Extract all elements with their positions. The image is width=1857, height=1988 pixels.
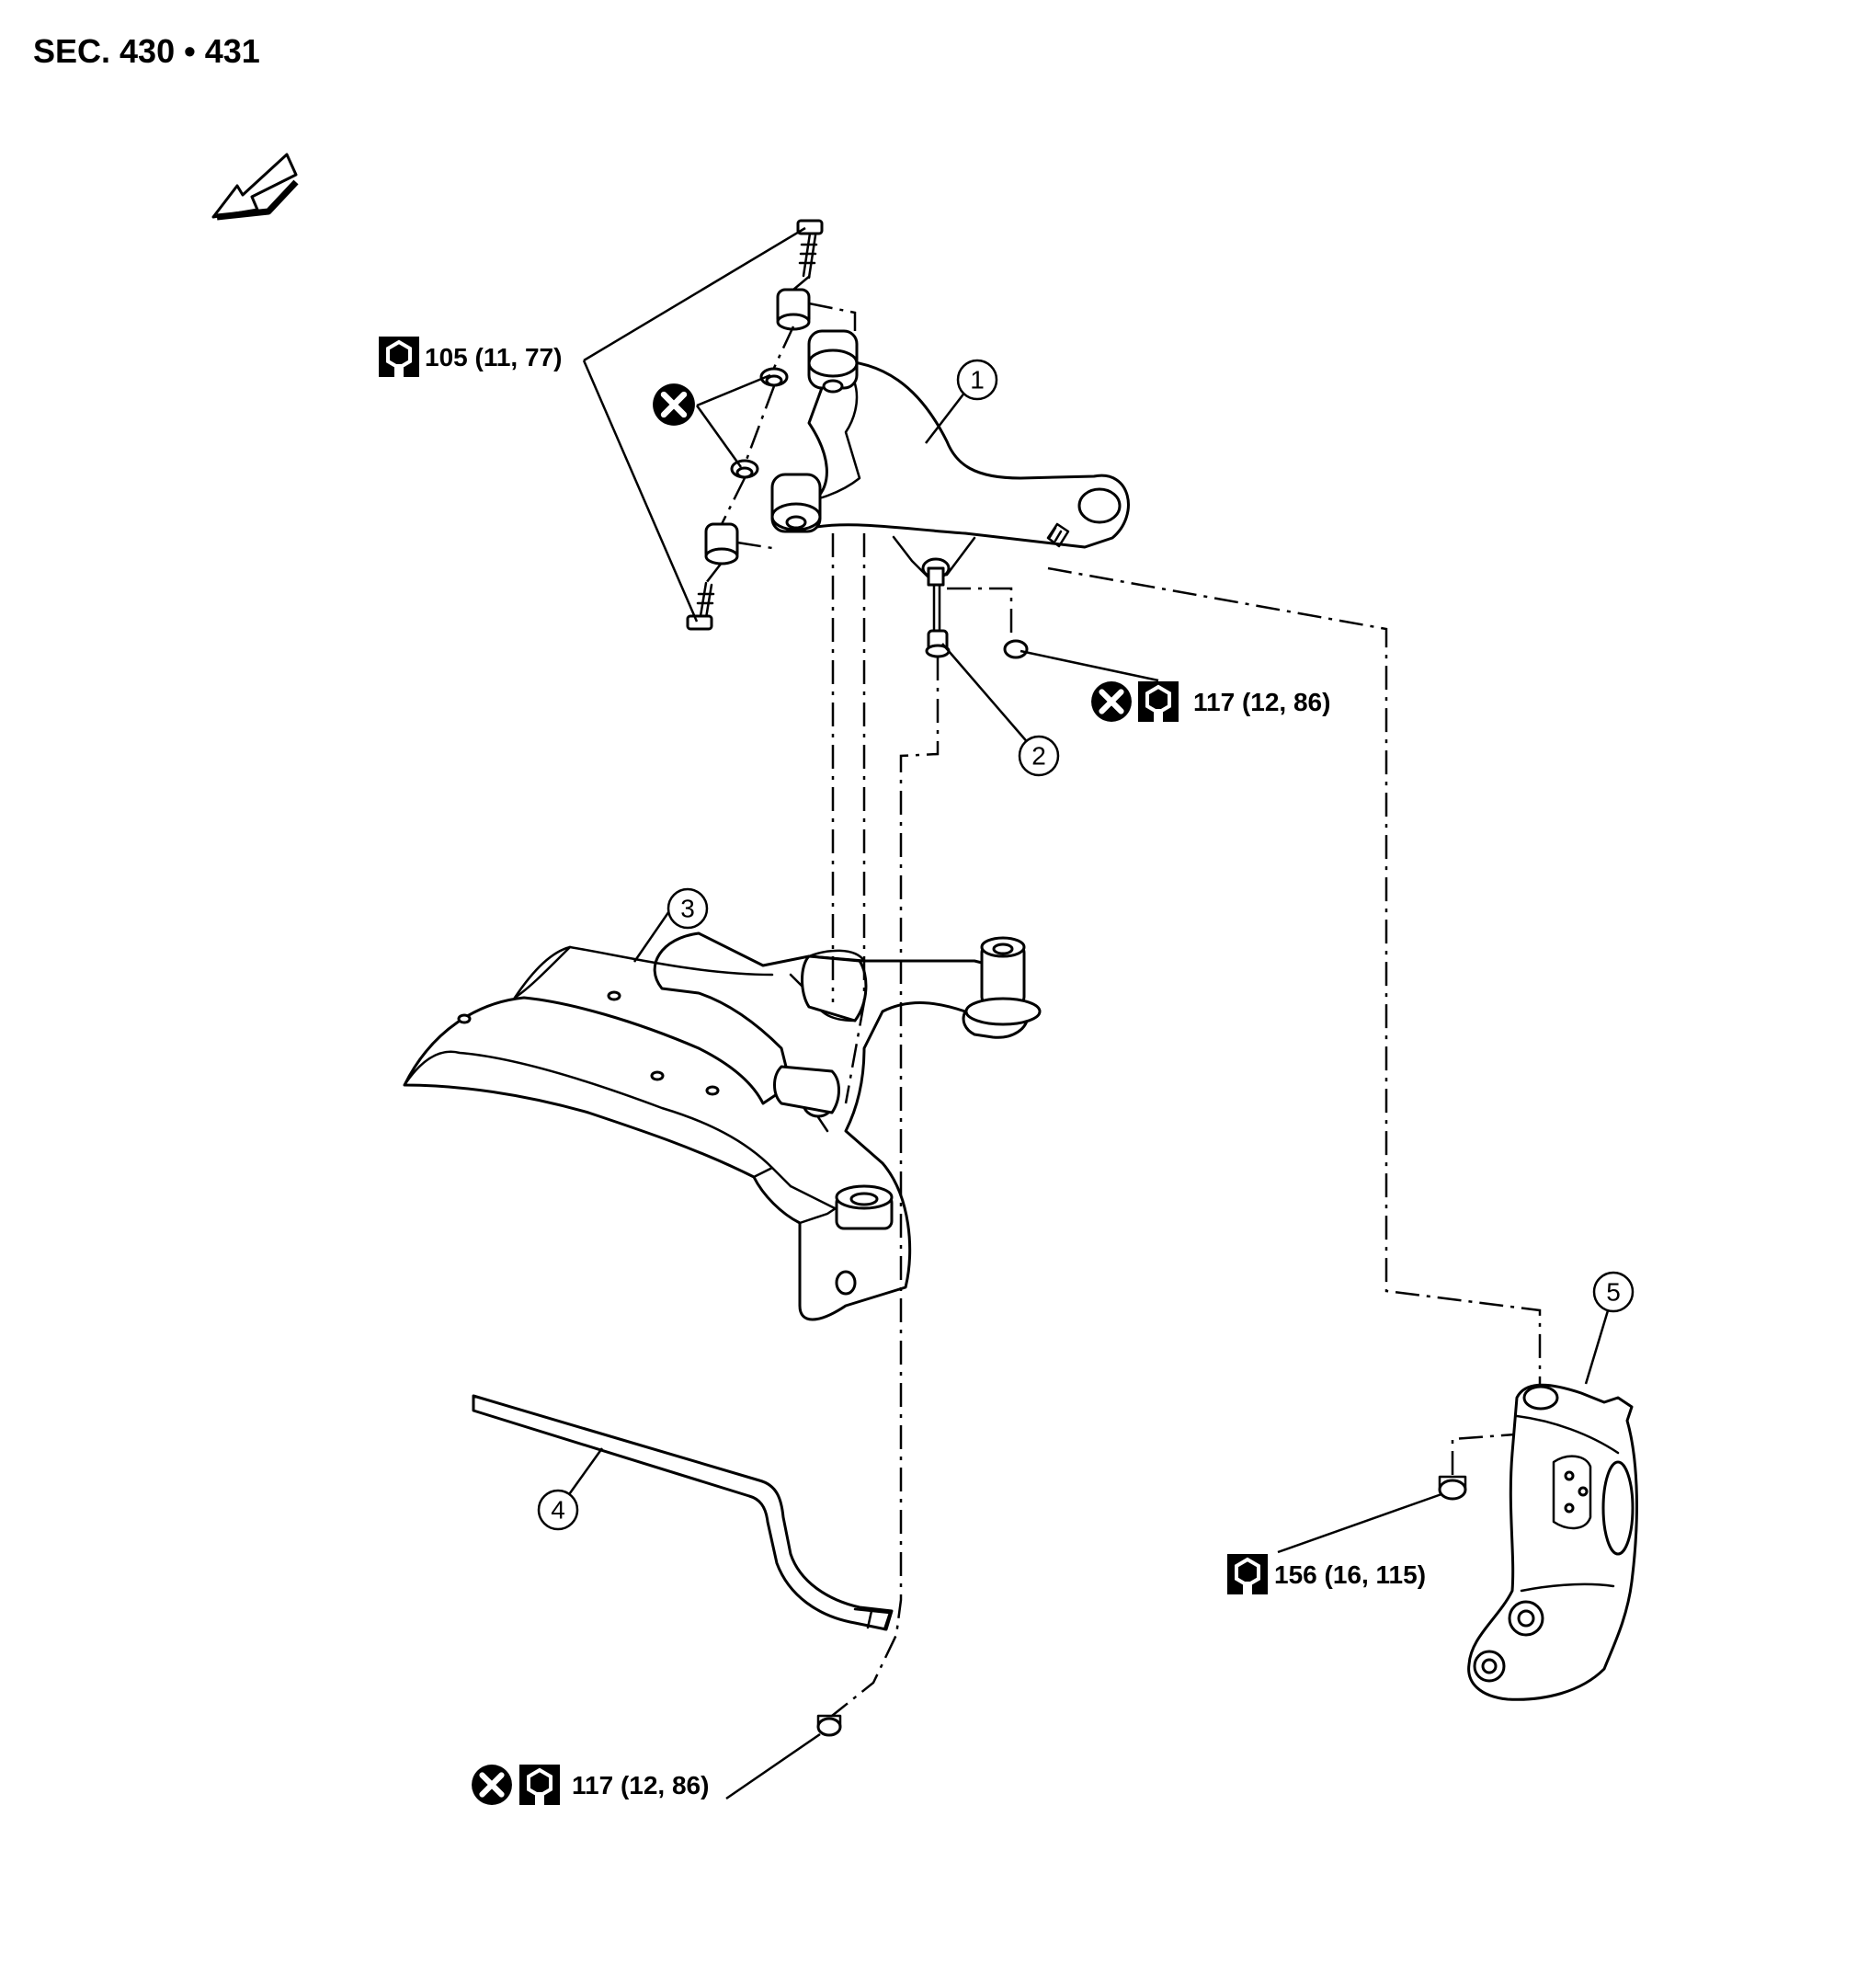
stabilizer-bar-nut: [816, 1714, 842, 1737]
leader-lines: [561, 226, 1613, 1800]
upper-bushing-upper: [776, 288, 811, 331]
lower-bushing: [704, 522, 739, 566]
lower-washer-nut: [730, 459, 759, 479]
torque-label-link-nut: 117 (12, 86): [1091, 681, 1330, 722]
torque-label-upper-bolts: 105 (11, 77): [379, 337, 562, 377]
assembly-lines: [705, 275, 1542, 1717]
stabilizer-bar: [472, 1394, 894, 1631]
suspension-member: [403, 931, 1042, 1321]
callout-1: 1: [956, 359, 998, 401]
svg-text:117 (12, 86): 117 (12, 86): [572, 1771, 709, 1799]
torque-wrench-icon: [519, 1765, 560, 1805]
callout-3: 3: [666, 887, 709, 930]
svg-text:105 (11, 77): 105 (11, 77): [425, 343, 562, 371]
callout-4: 4: [537, 1489, 579, 1531]
upper-link-arm: [770, 329, 1130, 579]
do-not-reuse-icon: [472, 1765, 512, 1805]
svg-text:2: 2: [1031, 742, 1046, 771]
stabilizer-link-nut: [1003, 639, 1029, 659]
svg-text:117 (12, 86): 117 (12, 86): [1193, 688, 1330, 716]
svg-text:5: 5: [1606, 1278, 1621, 1307]
svg-text:4: 4: [551, 1496, 565, 1525]
axle-housing: [1467, 1383, 1638, 1701]
do-not-reuse-icon: [1091, 681, 1132, 722]
axle-housing-nut: [1438, 1475, 1467, 1501]
front-arrow-icon: [211, 153, 299, 221]
svg-text:156 (16, 115): 156 (16, 115): [1274, 1560, 1426, 1589]
callout-5: 5: [1592, 1271, 1635, 1313]
torque-wrench-icon: [379, 337, 419, 377]
callout-2: 2: [1018, 735, 1060, 777]
torque-wrench-icon: [1227, 1554, 1268, 1594]
section-reference: SEC. 430 • 431: [33, 32, 260, 70]
lower-bolt: [686, 581, 715, 631]
upper-bolt: [796, 219, 824, 280]
torque-label-axle-nut: 156 (16, 115): [1227, 1554, 1426, 1594]
torque-wrench-icon: [1138, 681, 1179, 722]
svg-text:3: 3: [680, 895, 695, 923]
upper-washer-nut: [759, 367, 789, 387]
torque-label-bar-nut: 117 (12, 86): [472, 1765, 709, 1805]
stabilizer-connecting-rod: [921, 557, 951, 658]
svg-text:1: 1: [970, 366, 985, 394]
do-not-reuse-icon: [653, 383, 695, 426]
